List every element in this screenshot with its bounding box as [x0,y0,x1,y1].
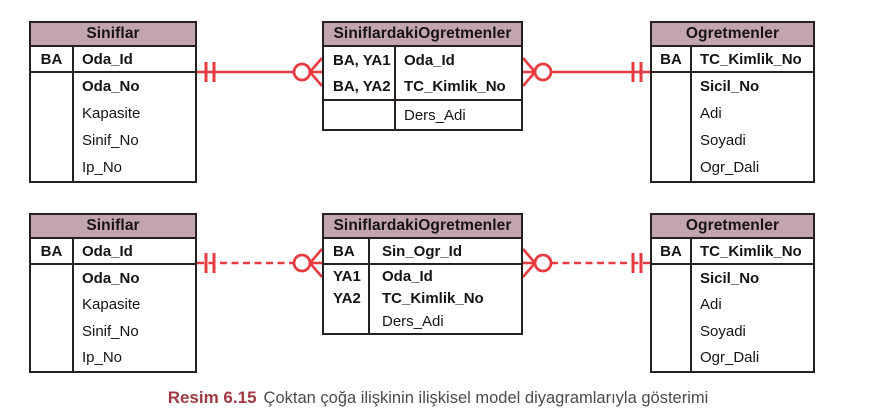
pk-key-badge: BA [40,242,63,260]
key-column: BA [652,47,692,181]
table-body: BA TC_Kimlik_No Sicil_No Adi Soyadi Ogr_… [652,239,813,371]
row-divider [324,99,521,101]
field-column: Oda_Id TC_Kimlik_No Ders_Adi [396,47,521,129]
pk-key-badge: BA, YA1 [333,51,391,69]
field-row: Kapasite [82,296,141,314]
row-divider [652,71,813,73]
table-junction-solid: SiniflardakiOgretmenler BA, YA1 BA, YA2 … [322,21,523,131]
table-title: Ogretmenler [652,215,813,239]
one-and-only-one-icon [631,62,643,82]
key-column: BA YA1 YA2 [324,239,370,333]
table-body: BA YA1 YA2 Sin_Ogr_Id Oda_Id TC_Kimlik_N… [324,239,521,333]
connector-one-to-many-dashed-left [197,248,322,278]
one-and-only-one-icon [204,62,216,82]
field-row: Ip_No [82,349,123,367]
connector-many-to-one-dashed-right [523,248,650,278]
fk-key-badge: YA2 [333,290,361,308]
field-row: Ogr_Dali [700,349,760,367]
field-row: Oda_No [82,269,140,287]
table-title: SiniflardakiOgretmenler [324,23,521,47]
field-column: Sin_Ogr_Id Oda_Id TC_Kimlik_No Ders_Adi [370,239,521,333]
figure-caption-label: Resim 6.15 [167,388,257,407]
table-title: SiniflardakiOgretmenler [324,215,521,239]
row-divider [652,263,813,265]
field-row: Sinif_No [82,132,139,149]
table-ogretmenler-solid: Ogretmenler BA TC_Kimlik_No Sicil_No Adi… [650,21,815,183]
connector-many-to-one-solid-right [523,57,650,87]
field-row: Soyadi [700,322,746,340]
field-row: Kapasite [82,105,141,122]
one-and-only-one-icon [204,253,216,273]
zero-or-many-icon [292,57,322,87]
one-and-only-one-icon [631,253,643,273]
table-body: BA Oda_Id Oda_No Kapasite Sinif_No Ip_No [31,239,195,371]
zero-or-many-icon [523,57,553,87]
pk-field: Oda_Id [82,50,133,68]
table-body: BA TC_Kimlik_No Sicil_No Adi Soyadi Ogr_… [652,47,813,181]
field-row: Sicil_No [700,78,760,95]
field-row: Ip_No [82,159,123,176]
field-row: Oda_Id [382,267,433,285]
pk-key-badge: BA [660,50,682,68]
table-body: BA Oda_Id Oda_No Kapasite Sinif_No Ip_No [31,47,195,181]
field-row: Sicil_No [700,269,760,287]
key-column: BA [652,239,692,371]
key-column: BA [31,47,74,181]
field-row: Ders_Adi [404,106,466,124]
pk-field: Oda_Id [404,51,455,69]
connector-one-to-many-solid-left [197,57,322,87]
field-row: Soyadi [700,132,746,149]
key-column: BA [31,239,74,371]
table-siniflar-solid: Siniflar BA Oda_Id Oda_No Kapasite Sinif… [29,21,197,183]
zero-or-many-icon [523,248,553,278]
table-ogretmenler-dashed: Ogretmenler BA TC_Kimlik_No Sicil_No Adi… [650,213,815,373]
row-divider [31,71,195,73]
field-row: Ders_Adi [382,312,444,330]
field-row: Oda_No [82,78,140,95]
table-body: BA, YA1 BA, YA2 Oda_Id TC_Kimlik_No Ders… [324,47,521,129]
field-row: Adi [700,296,722,314]
pk-key-badge: BA [660,242,682,260]
fk-key-badge: YA1 [333,267,361,285]
table-title: Ogretmenler [652,23,813,47]
pk-field: TC_Kimlik_No [700,50,802,68]
table-title: Siniflar [31,23,195,47]
row-divider [31,263,195,265]
table-siniflar-dashed: Siniflar BA Oda_Id Oda_No Kapasite Sinif… [29,213,197,373]
pk-field: Oda_Id [82,242,133,260]
field-row: Ogr_Dali [700,159,760,176]
pk-field: TC_Kimlik_No [700,242,802,260]
pk-key-badge: BA [333,242,355,260]
field-column: Oda_Id Oda_No Kapasite Sinif_No Ip_No [74,239,195,371]
pk-field: Sin_Ogr_Id [382,242,463,260]
field-row: Sinif_No [82,322,139,340]
field-column: TC_Kimlik_No Sicil_No Adi Soyadi Ogr_Dal… [692,47,813,181]
zero-or-many-icon [292,248,322,278]
field-column: TC_Kimlik_No Sicil_No Adi Soyadi Ogr_Dal… [692,239,813,371]
row-divider [324,263,521,265]
pk-field: TC_Kimlik_No [404,77,506,95]
field-row: Adi [700,105,722,122]
key-column: BA, YA1 BA, YA2 [324,47,396,129]
figure-caption: Resim 6.15 Çoktan çoğa ilişkinin ilişkise… [0,388,876,408]
field-column: Oda_Id Oda_No Kapasite Sinif_No Ip_No [74,47,195,181]
field-row: TC_Kimlik_No [382,290,484,308]
table-title: Siniflar [31,215,195,239]
pk-key-badge: BA [40,50,63,68]
table-junction-dashed: SiniflardakiOgretmenler BA YA1 YA2 Sin_O… [322,213,523,335]
pk-key-badge: BA, YA2 [333,77,391,95]
figure-caption-text: Çoktan çoğa ilişkinin ilişkisel model di… [263,389,709,407]
